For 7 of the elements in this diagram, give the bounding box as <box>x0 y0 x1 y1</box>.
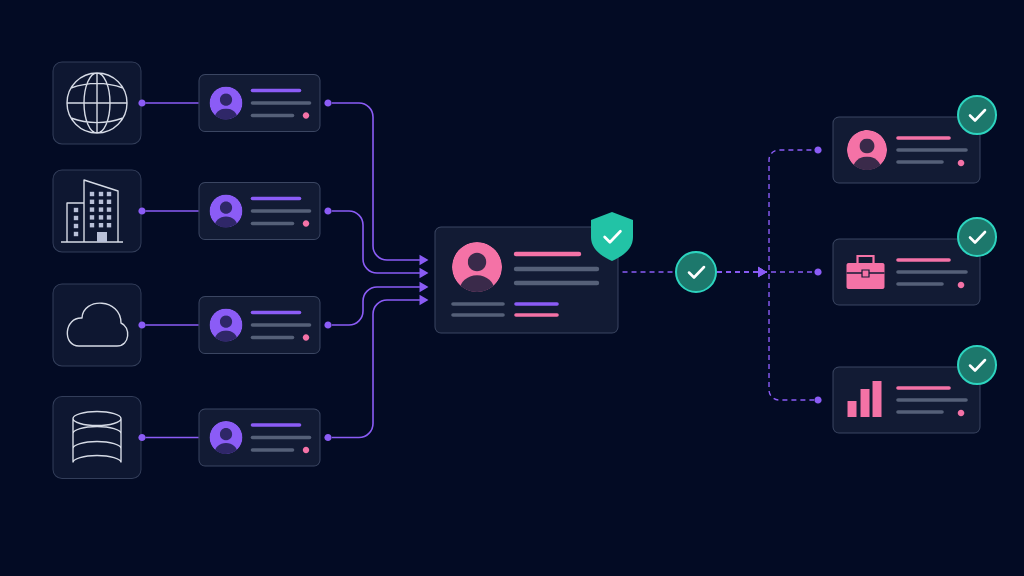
connector-line <box>144 436 200 439</box>
connector-line <box>144 210 200 212</box>
connector-line <box>144 102 200 104</box>
connector-line <box>144 324 200 326</box>
check-circle <box>675 251 717 293</box>
dashed-connector-line <box>621 271 676 273</box>
dashed-arrow <box>716 266 815 401</box>
